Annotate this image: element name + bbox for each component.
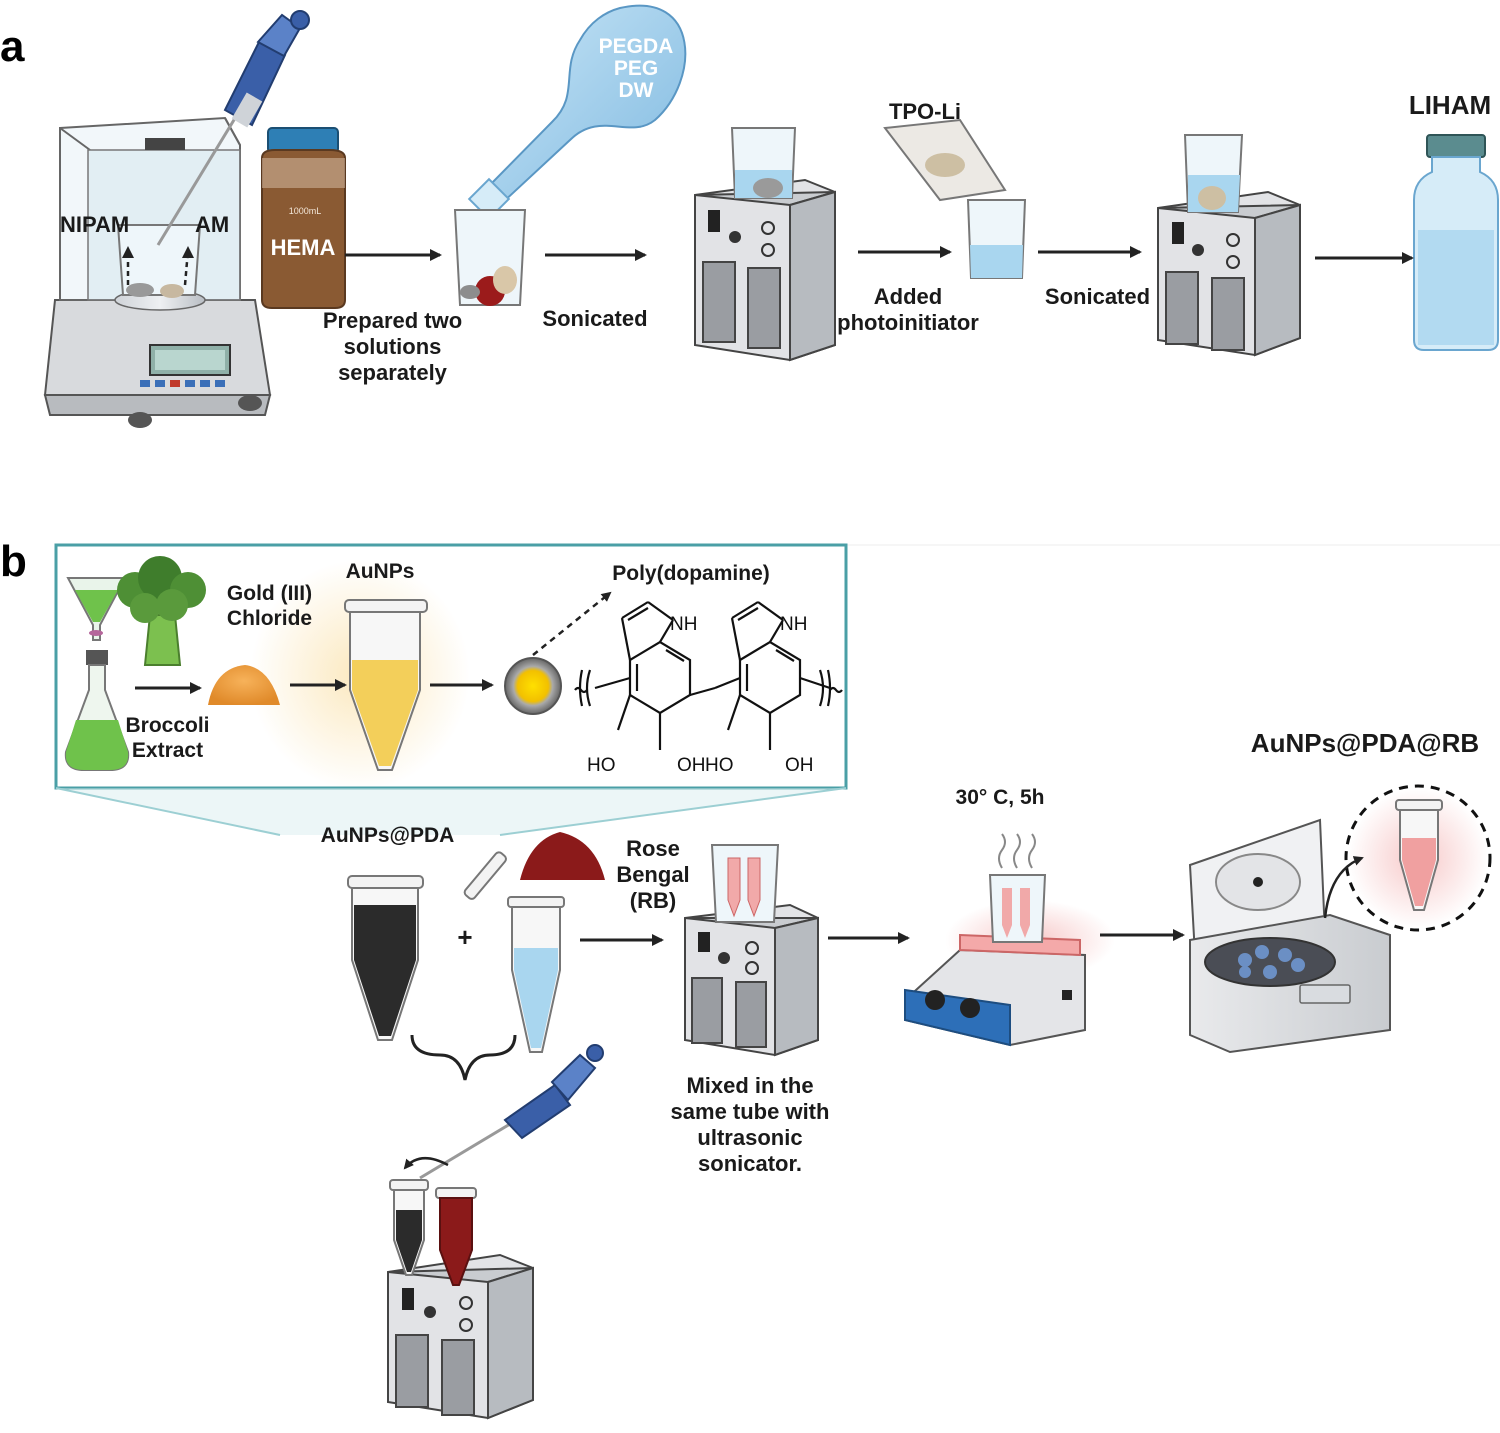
polydopamine-structure	[574, 601, 843, 750]
prepared-solutions-label: Prepared two solutions separately	[322, 308, 463, 385]
pipette-icon	[156, 10, 310, 246]
round-flask-icon	[467, 4, 687, 221]
nh-label-2: NH	[780, 614, 808, 635]
liham-label: LIHAM	[1408, 90, 1492, 120]
ho-label-1: HO	[587, 755, 616, 776]
brace-icon	[410, 1034, 517, 1081]
sonicated-label-2: Sonicated	[1044, 284, 1151, 309]
sonicator-icon	[1157, 134, 1301, 357]
zoom-arrow	[1323, 856, 1364, 919]
centrifuge-icon	[1188, 818, 1391, 1054]
hema-label: HEMA	[270, 235, 336, 260]
am-label: AM	[195, 212, 230, 237]
hotplate-stirrer-icon	[904, 833, 1086, 1047]
broccoli-extract-label: Broccoli Extract	[125, 714, 210, 762]
bottle-volume-label: 1000mL	[288, 206, 322, 216]
rose-bengal-powder-icon	[520, 832, 605, 880]
rose-bengal-label: Rose Bengal (RB)	[616, 836, 690, 913]
gold-chloride-label: Gold (III) Chloride	[226, 582, 313, 630]
plus-sign: +	[457, 922, 473, 952]
aunps-tube-icon	[344, 599, 428, 771]
beaker-icon	[966, 199, 1027, 279]
tpo-li-label: TPO-Li	[888, 99, 962, 124]
sonicator-icon	[684, 844, 819, 1057]
oh-label-2: OH	[785, 755, 814, 776]
beaker-icon	[453, 209, 527, 306]
nanoparticle-icon	[504, 657, 562, 715]
aunps-pda-rb-tube-icon	[1395, 799, 1443, 911]
aunps-pda-tube-icon	[347, 875, 424, 1041]
final-product-label: AuNPs@PDA@RB	[1250, 728, 1480, 758]
ho-label-2: HO	[705, 755, 734, 776]
inset-projection-edge	[55, 787, 281, 836]
panel-b-label: b	[0, 537, 27, 586]
open-tube-icon	[463, 851, 565, 1053]
oh-label-1: OH	[677, 755, 706, 776]
gold-chloride-powder-icon	[208, 665, 280, 705]
polydopamine-label: Poly(dopamine)	[612, 562, 770, 585]
inset-projection	[56, 788, 846, 835]
funnel-flask-icon	[64, 577, 130, 771]
weighing-boat-icon	[883, 118, 1007, 202]
pipette-icon	[403, 1044, 604, 1180]
added-photoinitiator-label: Added photoinitiator	[837, 284, 979, 335]
temperature-time-label: 30° C, 5h	[955, 786, 1045, 809]
analytical-balance-icon	[43, 116, 272, 428]
synthesis-inset-box	[54, 543, 848, 790]
broccoli-icon	[117, 556, 206, 666]
nh-label-1: NH	[670, 614, 698, 635]
inset-projection-edge	[499, 787, 847, 836]
zoom-circle	[1344, 784, 1492, 932]
sonicated-label-1: Sonicated	[542, 306, 648, 331]
panel-a-label: a	[0, 22, 25, 71]
mixed-sonicator-label: Mixed in the same tube with ultrasonic s…	[670, 1073, 830, 1176]
sonicator-icon	[694, 127, 836, 362]
dashed-arrow	[532, 591, 612, 656]
nipam-label: NIPAM	[60, 212, 130, 237]
aunps-pda-label: AuNPs@PDA	[320, 824, 455, 847]
hema-bottle-icon	[261, 127, 346, 309]
aunps-label: AuNPs	[345, 560, 415, 583]
flask-contents-label: PEGDA PEG DW	[598, 35, 674, 103]
sonicator-icon	[387, 1179, 534, 1420]
vial-icon	[1413, 134, 1499, 351]
